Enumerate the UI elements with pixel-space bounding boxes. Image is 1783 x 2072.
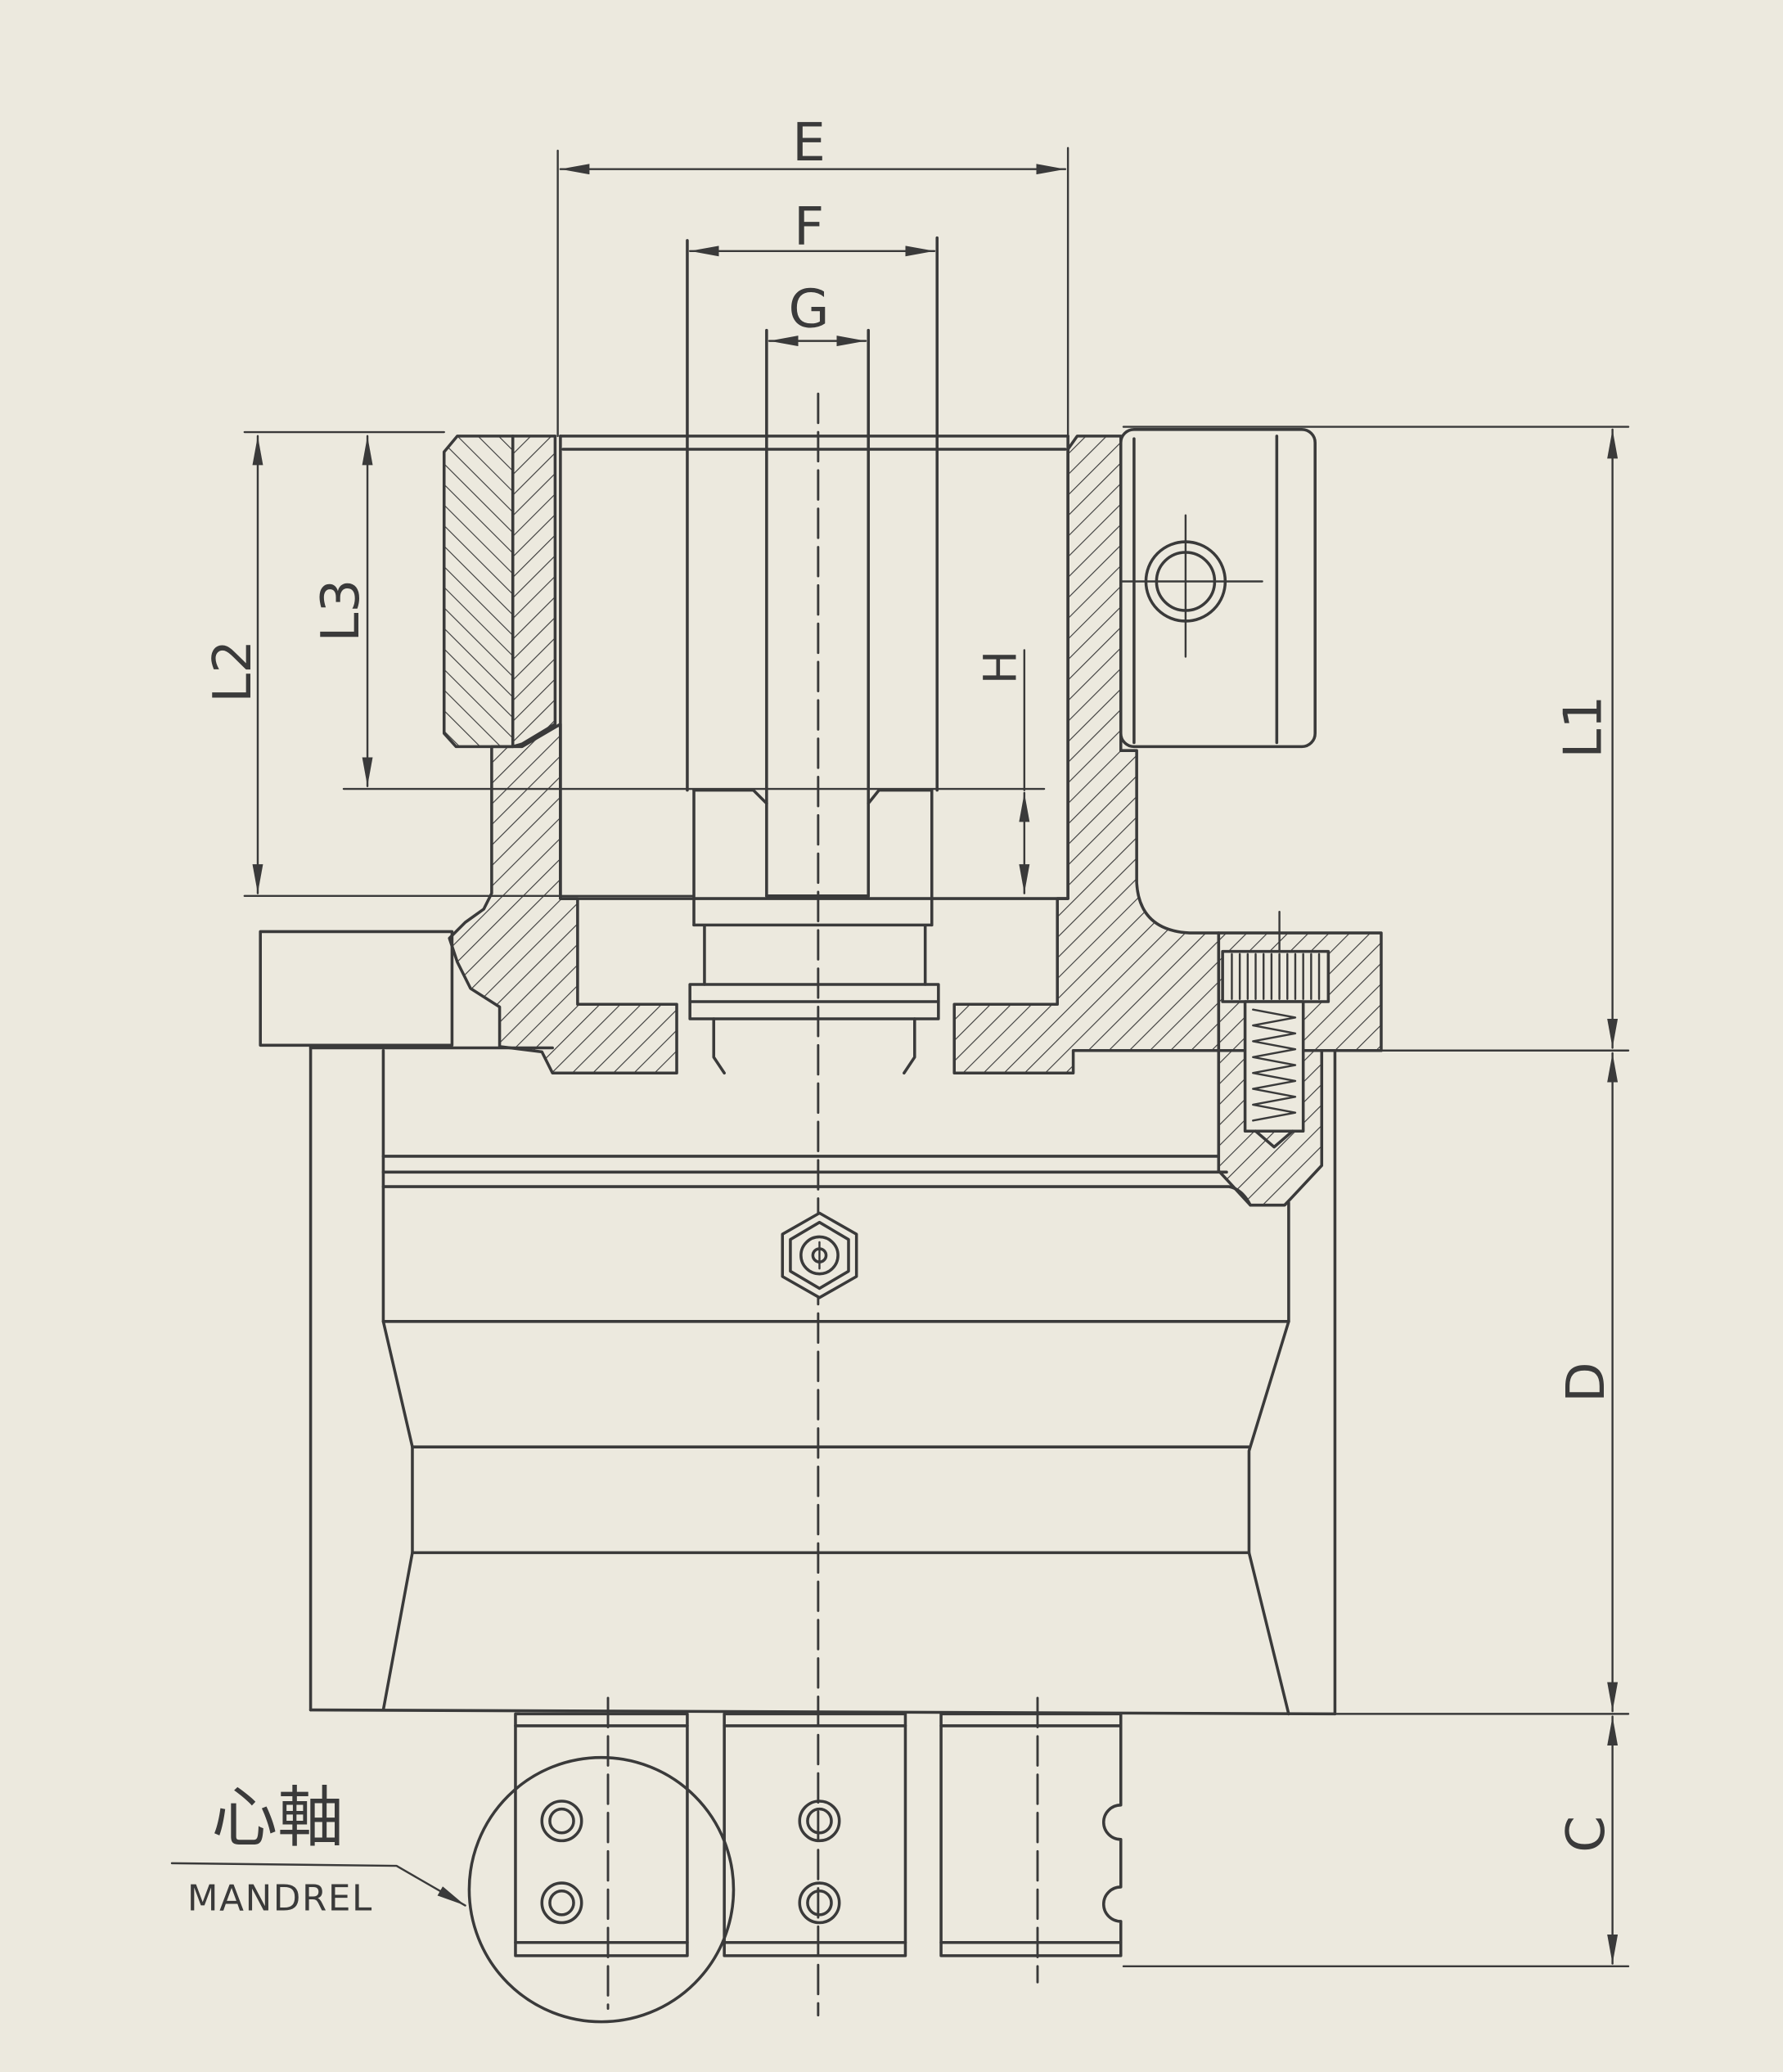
- cap-screw-thread-helix: [1252, 1008, 1297, 1122]
- cap-screw-knurling: [1231, 953, 1321, 1000]
- chuck-body-right-section: [952, 435, 1221, 1074]
- mandrel-hole-icon: [540, 1799, 583, 1843]
- lower-body-inner-right-profile: [1247, 1200, 1290, 1716]
- grease-fitting-ring: [799, 1235, 840, 1276]
- draw-bar-shank: [712, 1017, 916, 1074]
- dimension-label-g: G: [789, 278, 830, 340]
- grease-fitting-hex-inner: [789, 1220, 850, 1290]
- mandrel-detail-circle: [467, 1755, 736, 2024]
- dimension-labels: E F G H L2 L3 L1 D C: [202, 112, 1617, 1853]
- mandrel-hole-inner: [806, 1807, 833, 1835]
- mandrel-block-3: [939, 1712, 1123, 1957]
- cap-screw-head: [1221, 949, 1330, 1003]
- right-top-jaw: [1119, 428, 1317, 749]
- draw-bar-collar: [692, 923, 934, 986]
- mandrel-hole-inner: [548, 1807, 575, 1835]
- mandrel-label-chinese: 心軸: [211, 1780, 344, 1857]
- left-flange: [259, 930, 454, 1047]
- left-top-jaw-outer: [442, 435, 515, 749]
- mandrel-hole-icon: [798, 1799, 841, 1843]
- left-top-jaw-inner: [511, 435, 557, 749]
- mandrel-label-english: MANDREL: [187, 1878, 373, 1919]
- mandrel-block-2: [723, 1712, 907, 1957]
- dimension-label-h: H: [975, 651, 1027, 684]
- mandrel-hole-inner: [548, 1889, 575, 1917]
- mandrel-hole-icon: [540, 1881, 583, 1925]
- dimension-label-f: F: [794, 196, 824, 258]
- mandrel-block-1: [514, 1712, 689, 1957]
- mandrel-hole-icon: [798, 1881, 841, 1925]
- lower-body-bottom-edge: [308, 1708, 1337, 1716]
- dimension-label-l1: L1: [1553, 696, 1614, 759]
- dimension-label-l3: L3: [310, 579, 371, 642]
- draw-bar-stepped-top: [692, 788, 934, 805]
- dimension-label-c: C: [1556, 1816, 1617, 1853]
- mandrel-hole-inner: [806, 1889, 833, 1917]
- mandrel-callout: 心軸 MANDREL: [187, 1780, 373, 1919]
- cap-screw-tip: [1254, 1129, 1294, 1149]
- dimension-label-l2: L2: [202, 640, 263, 703]
- dimension-label-e: E: [792, 112, 826, 173]
- mandrel-leader-line: [170, 1862, 466, 1907]
- drawing-linework: [170, 146, 1630, 2024]
- dimension-label-d: D: [1556, 1362, 1617, 1403]
